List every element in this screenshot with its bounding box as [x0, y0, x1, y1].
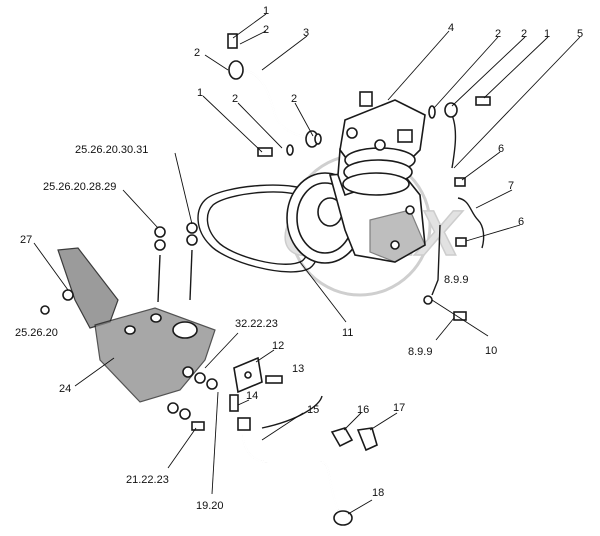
clamps: [330, 427, 378, 526]
callout-6: 6: [518, 216, 524, 228]
plate-12: [233, 356, 283, 394]
callout-17: 17: [393, 402, 405, 414]
callout-19-20: 19.20: [196, 500, 224, 512]
drive-belt: [197, 184, 324, 273]
callout-16: 16: [357, 404, 369, 416]
callout-2: 2: [232, 93, 238, 105]
callout-24: 24: [59, 383, 71, 395]
discharge-pipe: [227, 33, 322, 157]
callout-12: 12: [272, 340, 284, 352]
mounting-bracket-24: [40, 305, 216, 403]
studs-left: [154, 222, 198, 303]
callout-2: 2: [521, 28, 527, 40]
callout-15: 15: [307, 404, 319, 416]
callout-labels: 1 2 3 2 1 2 2 4 2 2 1 5 6 7 6 8.9.9 10 8…: [15, 5, 583, 512]
callout-25-26-20-30-31: 25.26.20.30.31: [75, 144, 148, 156]
callout-2: 2: [263, 24, 269, 36]
callout-13: 13: [292, 363, 304, 375]
callout-2: 2: [291, 93, 297, 105]
water-pipe: [454, 177, 485, 249]
callout-32-22-23: 32.22.23: [235, 318, 278, 330]
callout-2: 2: [495, 28, 501, 40]
callout-25-26-20: 25.26.20: [15, 327, 58, 339]
lower-pipe-15: [237, 395, 339, 511]
callout-21-22-23: 21.22.23: [126, 474, 169, 486]
callout-25-26-20-28-29: 25.26.20.28.29: [43, 181, 116, 193]
leader-lines: [33, 13, 581, 515]
callout-14: 14: [246, 390, 258, 402]
callout-2: 2: [194, 47, 200, 59]
callout-27: 27: [20, 234, 32, 246]
callout-8-9-9: 8.9.9: [408, 346, 432, 358]
callout-7: 7: [508, 180, 514, 192]
callout-4: 4: [448, 22, 454, 34]
callout-8-9-9: 8.9.9: [444, 274, 468, 286]
callout-6: 6: [498, 143, 504, 155]
mounting-parts-10: [423, 224, 467, 321]
callout-3: 3: [303, 27, 309, 39]
callout-1: 1: [197, 87, 203, 99]
air-compressor: [328, 91, 426, 263]
fasteners-21-22-23: [167, 366, 239, 431]
callout-1: 1: [544, 28, 550, 40]
callout-11: 11: [342, 327, 353, 339]
callout-1: 1: [263, 5, 269, 17]
callout-5: 5: [577, 28, 583, 40]
callout-10: 10: [485, 345, 497, 357]
callout-18: 18: [372, 487, 384, 499]
inlet-pipe: [428, 96, 491, 169]
